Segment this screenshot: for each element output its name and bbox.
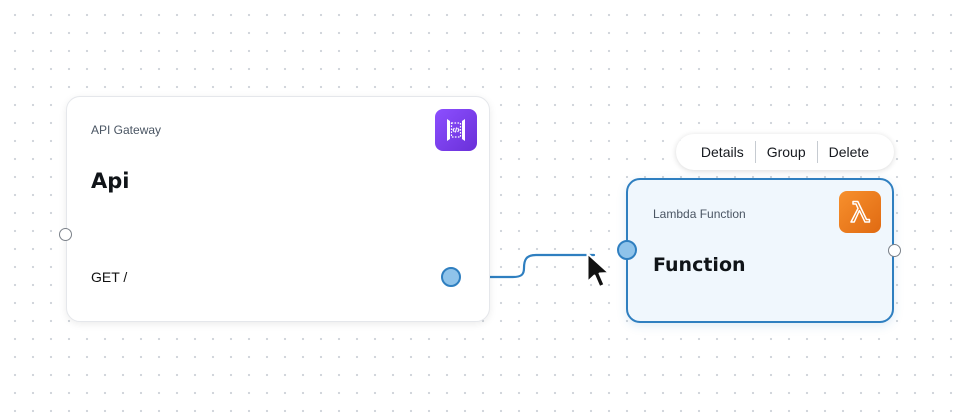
api-input-port[interactable] (59, 228, 72, 241)
api-gateway-node[interactable]: API Gateway Api GET / (66, 96, 490, 322)
mouse-cursor-icon (586, 252, 610, 288)
node-action-toolbar: Details Group Delete (676, 134, 894, 170)
lambda-function-node[interactable]: Lambda Function Function (626, 178, 894, 323)
node-type-label: API Gateway (91, 123, 162, 137)
node-title: Function (653, 254, 746, 276)
lambda-output-port[interactable] (888, 244, 901, 257)
node-type-label: Lambda Function (653, 207, 746, 221)
toolbar-divider (816, 141, 818, 163)
route-label: GET / (91, 269, 128, 285)
lambda-input-port[interactable] (617, 240, 637, 260)
route-output-port[interactable] (441, 267, 461, 287)
group-button[interactable]: Group (766, 144, 806, 160)
lambda-icon (839, 191, 881, 233)
toolbar-divider (754, 141, 756, 163)
api-gateway-icon (435, 109, 477, 151)
node-title: Api (91, 169, 130, 193)
details-button[interactable]: Details (700, 144, 744, 160)
delete-button[interactable]: Delete (828, 144, 870, 160)
